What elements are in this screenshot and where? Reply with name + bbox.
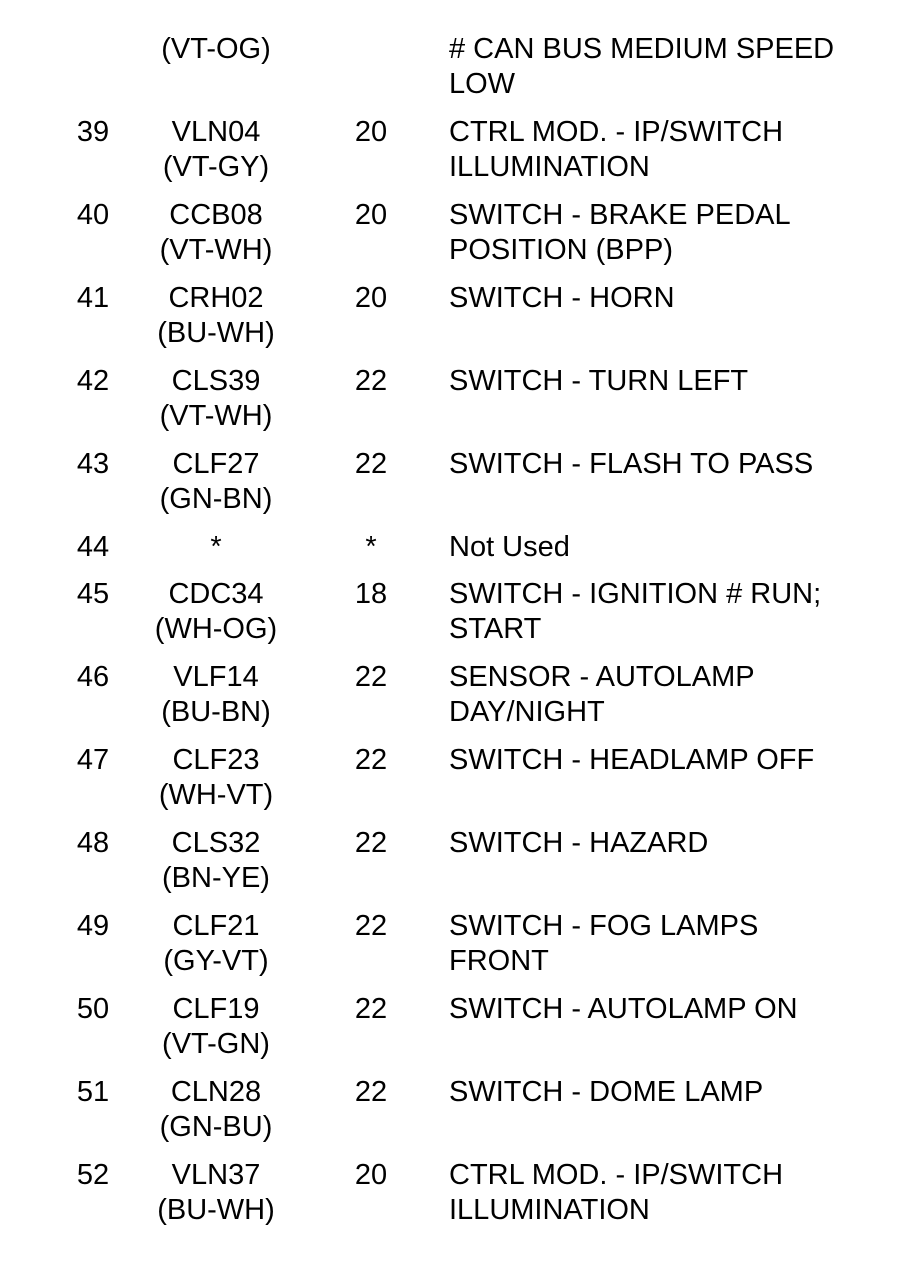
wire-color: (VT-GY) bbox=[162, 151, 270, 183]
table-row: 46 VLF14 (BU-BN) 22 SENSOR - AUTOLAMP DA… bbox=[0, 660, 918, 743]
wire-gauge: 22 bbox=[354, 1076, 388, 1108]
table-row: 52 VLN37 (BU-WH) 20 CTRL MOD. - IP/SWITC… bbox=[0, 1158, 918, 1241]
table-row: 42 CLS39 (VT-WH) 22 SWITCH - TURN LEFT bbox=[0, 364, 918, 447]
circuit-function: CTRL MOD. - IP/SWITCH bbox=[449, 116, 784, 148]
pin-number: 44 bbox=[76, 531, 110, 563]
wire-color: (BU-WH) bbox=[157, 317, 275, 349]
table-row: 44 * * Not Used bbox=[0, 530, 918, 577]
table-row: (VT-OG) # CAN BUS MEDIUM SPEED LOW bbox=[0, 32, 918, 115]
wire-gauge: 22 bbox=[354, 365, 388, 397]
circuit-code: CLF21 bbox=[172, 910, 260, 942]
pin-number: 45 bbox=[76, 578, 110, 610]
circuit-code: * bbox=[210, 531, 222, 563]
wire-gauge: 20 bbox=[354, 199, 388, 231]
circuit-function: SWITCH - AUTOLAMP ON bbox=[449, 993, 798, 1025]
wire-gauge: 22 bbox=[354, 448, 388, 480]
circuit-function: SWITCH - HORN bbox=[449, 282, 675, 314]
pin-number: 47 bbox=[76, 744, 110, 776]
circuit-function: SWITCH - HEADLAMP OFF bbox=[449, 744, 815, 776]
pin-number: 43 bbox=[76, 448, 110, 480]
wire-color: (BN-YE) bbox=[162, 862, 270, 894]
circuit-function-cont: START bbox=[449, 613, 542, 645]
table-row: 45 CDC34 (WH-OG) 18 SWITCH - IGNITION # … bbox=[0, 577, 918, 660]
circuit-code: VLF14 bbox=[173, 661, 259, 693]
pin-number: 40 bbox=[76, 199, 110, 231]
circuit-function: SWITCH - DOME LAMP bbox=[449, 1076, 764, 1108]
circuit-code: CLS39 bbox=[171, 365, 261, 397]
wire-color: (GN-BU) bbox=[159, 1111, 273, 1143]
table-row: 48 CLS32 (BN-YE) 22 SWITCH - HAZARD bbox=[0, 826, 918, 909]
wire-gauge: 20 bbox=[354, 116, 388, 148]
wire-gauge: 18 bbox=[354, 578, 388, 610]
circuit-code: CLF27 bbox=[172, 448, 260, 480]
circuit-function: SWITCH - IGNITION # RUN; bbox=[449, 578, 822, 610]
pinout-table: (VT-OG) # CAN BUS MEDIUM SPEED LOW .row:… bbox=[0, 32, 918, 1241]
circuit-function: SWITCH - FOG LAMPS bbox=[449, 910, 759, 942]
table-row: 49 CLF21 (GY-VT) 22 SWITCH - FOG LAMPS F… bbox=[0, 909, 918, 992]
circuit-function-cont: LOW bbox=[449, 68, 516, 100]
wire-gauge: 22 bbox=[354, 661, 388, 693]
pin-number: 50 bbox=[76, 993, 110, 1025]
circuit-function: SWITCH - TURN LEFT bbox=[449, 365, 749, 397]
circuit-function-cont: POSITION (BPP) bbox=[449, 234, 673, 266]
circuit-code: CDC34 bbox=[168, 578, 264, 610]
table-row: 41 CRH02 (BU-WH) 20 SWITCH - HORN bbox=[0, 281, 918, 364]
circuit-function: Not Used bbox=[449, 531, 570, 563]
table-row: 47 CLF23 (WH-VT) 22 SWITCH - HEADLAMP OF… bbox=[0, 743, 918, 826]
circuit-code: VLN04 bbox=[171, 116, 261, 148]
wire-color: (GY-VT) bbox=[163, 945, 269, 977]
circuit-function: CTRL MOD. - IP/SWITCH bbox=[449, 1159, 784, 1191]
wire-color: (BU-WH) bbox=[157, 1194, 275, 1226]
pin-number: 51 bbox=[76, 1076, 110, 1108]
wire-gauge: 22 bbox=[354, 827, 388, 859]
wire-gauge: 20 bbox=[354, 282, 388, 314]
pin-number: 41 bbox=[76, 282, 110, 314]
wire-color: (GN-BN) bbox=[159, 483, 273, 515]
circuit-code: VLN37 bbox=[171, 1159, 261, 1191]
wire-color: (BU-BN) bbox=[161, 696, 271, 728]
circuit-code: CLS32 bbox=[171, 827, 261, 859]
circuit-function: # CAN BUS MEDIUM SPEED bbox=[449, 33, 835, 65]
circuit-function-cont: ILLUMINATION bbox=[449, 1194, 650, 1226]
wire-color: (WH-OG) bbox=[154, 613, 278, 645]
table-row: 51 CLN28 (GN-BU) 22 SWITCH - DOME LAMP bbox=[0, 1075, 918, 1158]
wire-color: (VT-OG) bbox=[161, 33, 271, 65]
wire-color: (VT-WH) bbox=[159, 400, 273, 432]
circuit-function: SWITCH - FLASH TO PASS bbox=[449, 448, 814, 480]
circuit-function: SWITCH - BRAKE PEDAL bbox=[449, 199, 791, 231]
wire-color: (VT-WH) bbox=[159, 234, 273, 266]
circuit-function: SENSOR - AUTOLAMP bbox=[449, 661, 755, 693]
circuit-code: CLF23 bbox=[172, 744, 260, 776]
circuit-code: CLF19 bbox=[172, 993, 260, 1025]
circuit-code: CCB08 bbox=[169, 199, 263, 231]
circuit-function-cont: ILLUMINATION bbox=[449, 151, 650, 183]
circuit-function-cont: FRONT bbox=[449, 945, 549, 977]
circuit-code: CLN28 bbox=[170, 1076, 262, 1108]
circuit-function: SWITCH - HAZARD bbox=[449, 827, 709, 859]
circuit-code: CRH02 bbox=[168, 282, 264, 314]
wire-gauge: 22 bbox=[354, 744, 388, 776]
pin-number: 49 bbox=[76, 910, 110, 942]
pin-number: 46 bbox=[76, 661, 110, 693]
wire-gauge: 22 bbox=[354, 993, 388, 1025]
wire-gauge: * bbox=[365, 531, 377, 563]
pin-number: 48 bbox=[76, 827, 110, 859]
pin-number: 39 bbox=[76, 116, 110, 148]
circuit-function-cont: DAY/NIGHT bbox=[449, 696, 605, 728]
table-row: 50 CLF19 (VT-GN) 22 SWITCH - AUTOLAMP ON bbox=[0, 992, 918, 1075]
wire-gauge: 20 bbox=[354, 1159, 388, 1191]
wire-color: (WH-VT) bbox=[158, 779, 274, 811]
table-row: 43 CLF27 (GN-BN) 22 SWITCH - FLASH TO PA… bbox=[0, 447, 918, 530]
wire-color: (VT-GN) bbox=[162, 1028, 270, 1060]
wire-gauge: 22 bbox=[354, 910, 388, 942]
table-row: 39 VLN04 (VT-GY) 20 CTRL MOD. - IP/SWITC… bbox=[0, 115, 918, 198]
pin-number: 52 bbox=[76, 1159, 110, 1191]
table-row: 40 CCB08 (VT-WH) 20 SWITCH - BRAKE PEDAL… bbox=[0, 198, 918, 281]
pin-number: 42 bbox=[76, 365, 110, 397]
